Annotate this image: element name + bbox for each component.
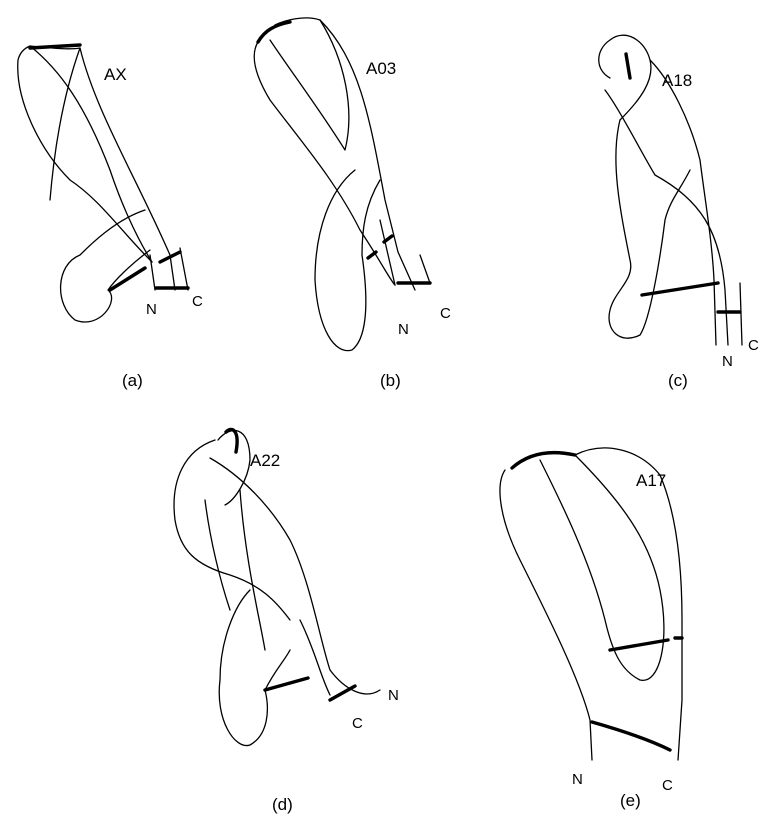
panel-c-caption: (c) [668,371,688,390]
panel-e-bond-3 [592,722,670,750]
panel-a-loop [61,210,150,322]
panel-b-loop [315,170,380,351]
panel-b-outer-strand [254,42,395,285]
panel-e-name: A17 [636,471,666,490]
panel-a-caption: (a) [122,371,143,390]
panel-d: A22 N C (d) [174,429,399,814]
panel-a-bond-1 [110,268,145,290]
panel-d-loop [219,590,290,746]
panel-a-back-strand [50,48,80,200]
panel-b-name: A03 [366,59,396,78]
panel-d-top-bond [226,429,237,452]
panel-b-inner-strand [270,18,349,150]
panel-d-back-strand [240,490,265,650]
panel-d-n-label: N [388,687,399,704]
panel-d-caption: (d) [272,795,293,814]
panel-b: A03 N C (b) [254,18,451,390]
panel-c-name: A18 [662,71,692,90]
panel-a-outer-strand [18,46,175,290]
panel-e: A17 N C (e) [500,448,682,810]
panel-b-c-label: C [440,305,451,322]
panel-a-c-tail [180,248,188,290]
panel-c-top-loop [599,35,651,120]
panel-b-caption: (b) [380,371,401,390]
panel-c-top-bond [626,54,630,78]
panel-e-caption: (e) [620,791,641,810]
panel-e-bond-1 [610,640,668,650]
panel-d-bond-1 [265,678,308,690]
panel-c-n-label: N [722,353,733,370]
panel-d-left-strand [205,500,230,610]
panel-c-loop [609,120,690,338]
panel-a-top-bond [30,45,80,48]
panel-d-name: A22 [250,451,280,470]
panel-d-sweep-strand [210,458,380,694]
panel-d-c-tail [300,620,330,695]
panel-e-c-label: C [662,777,673,794]
panel-a-n-label: N [146,301,157,318]
panel-d-top-loop [218,430,250,505]
panel-a-c-label: C [192,293,203,310]
panel-d-bond-2 [330,686,355,700]
panel-e-outer-strand [500,470,592,760]
panel-e-n-label: N [572,771,583,788]
panel-c-c-label: C [748,337,759,354]
panel-a-n-tail [150,255,155,290]
panel-b-c-tail [420,255,430,283]
panel-a: AX N C (a) [18,45,203,390]
panel-a-name: AX [104,65,127,84]
panel-c-cross-strand [605,90,728,345]
panel-d-c-label: C [352,715,363,732]
panel-b-top-bond [258,22,290,42]
panel-e-right-strand [575,448,682,760]
panel-c: A18 N C (c) [599,35,759,390]
panel-c-mid-strand [650,60,716,345]
panel-c-c-tail [740,283,742,345]
panel-b-n-label: N [398,321,409,338]
